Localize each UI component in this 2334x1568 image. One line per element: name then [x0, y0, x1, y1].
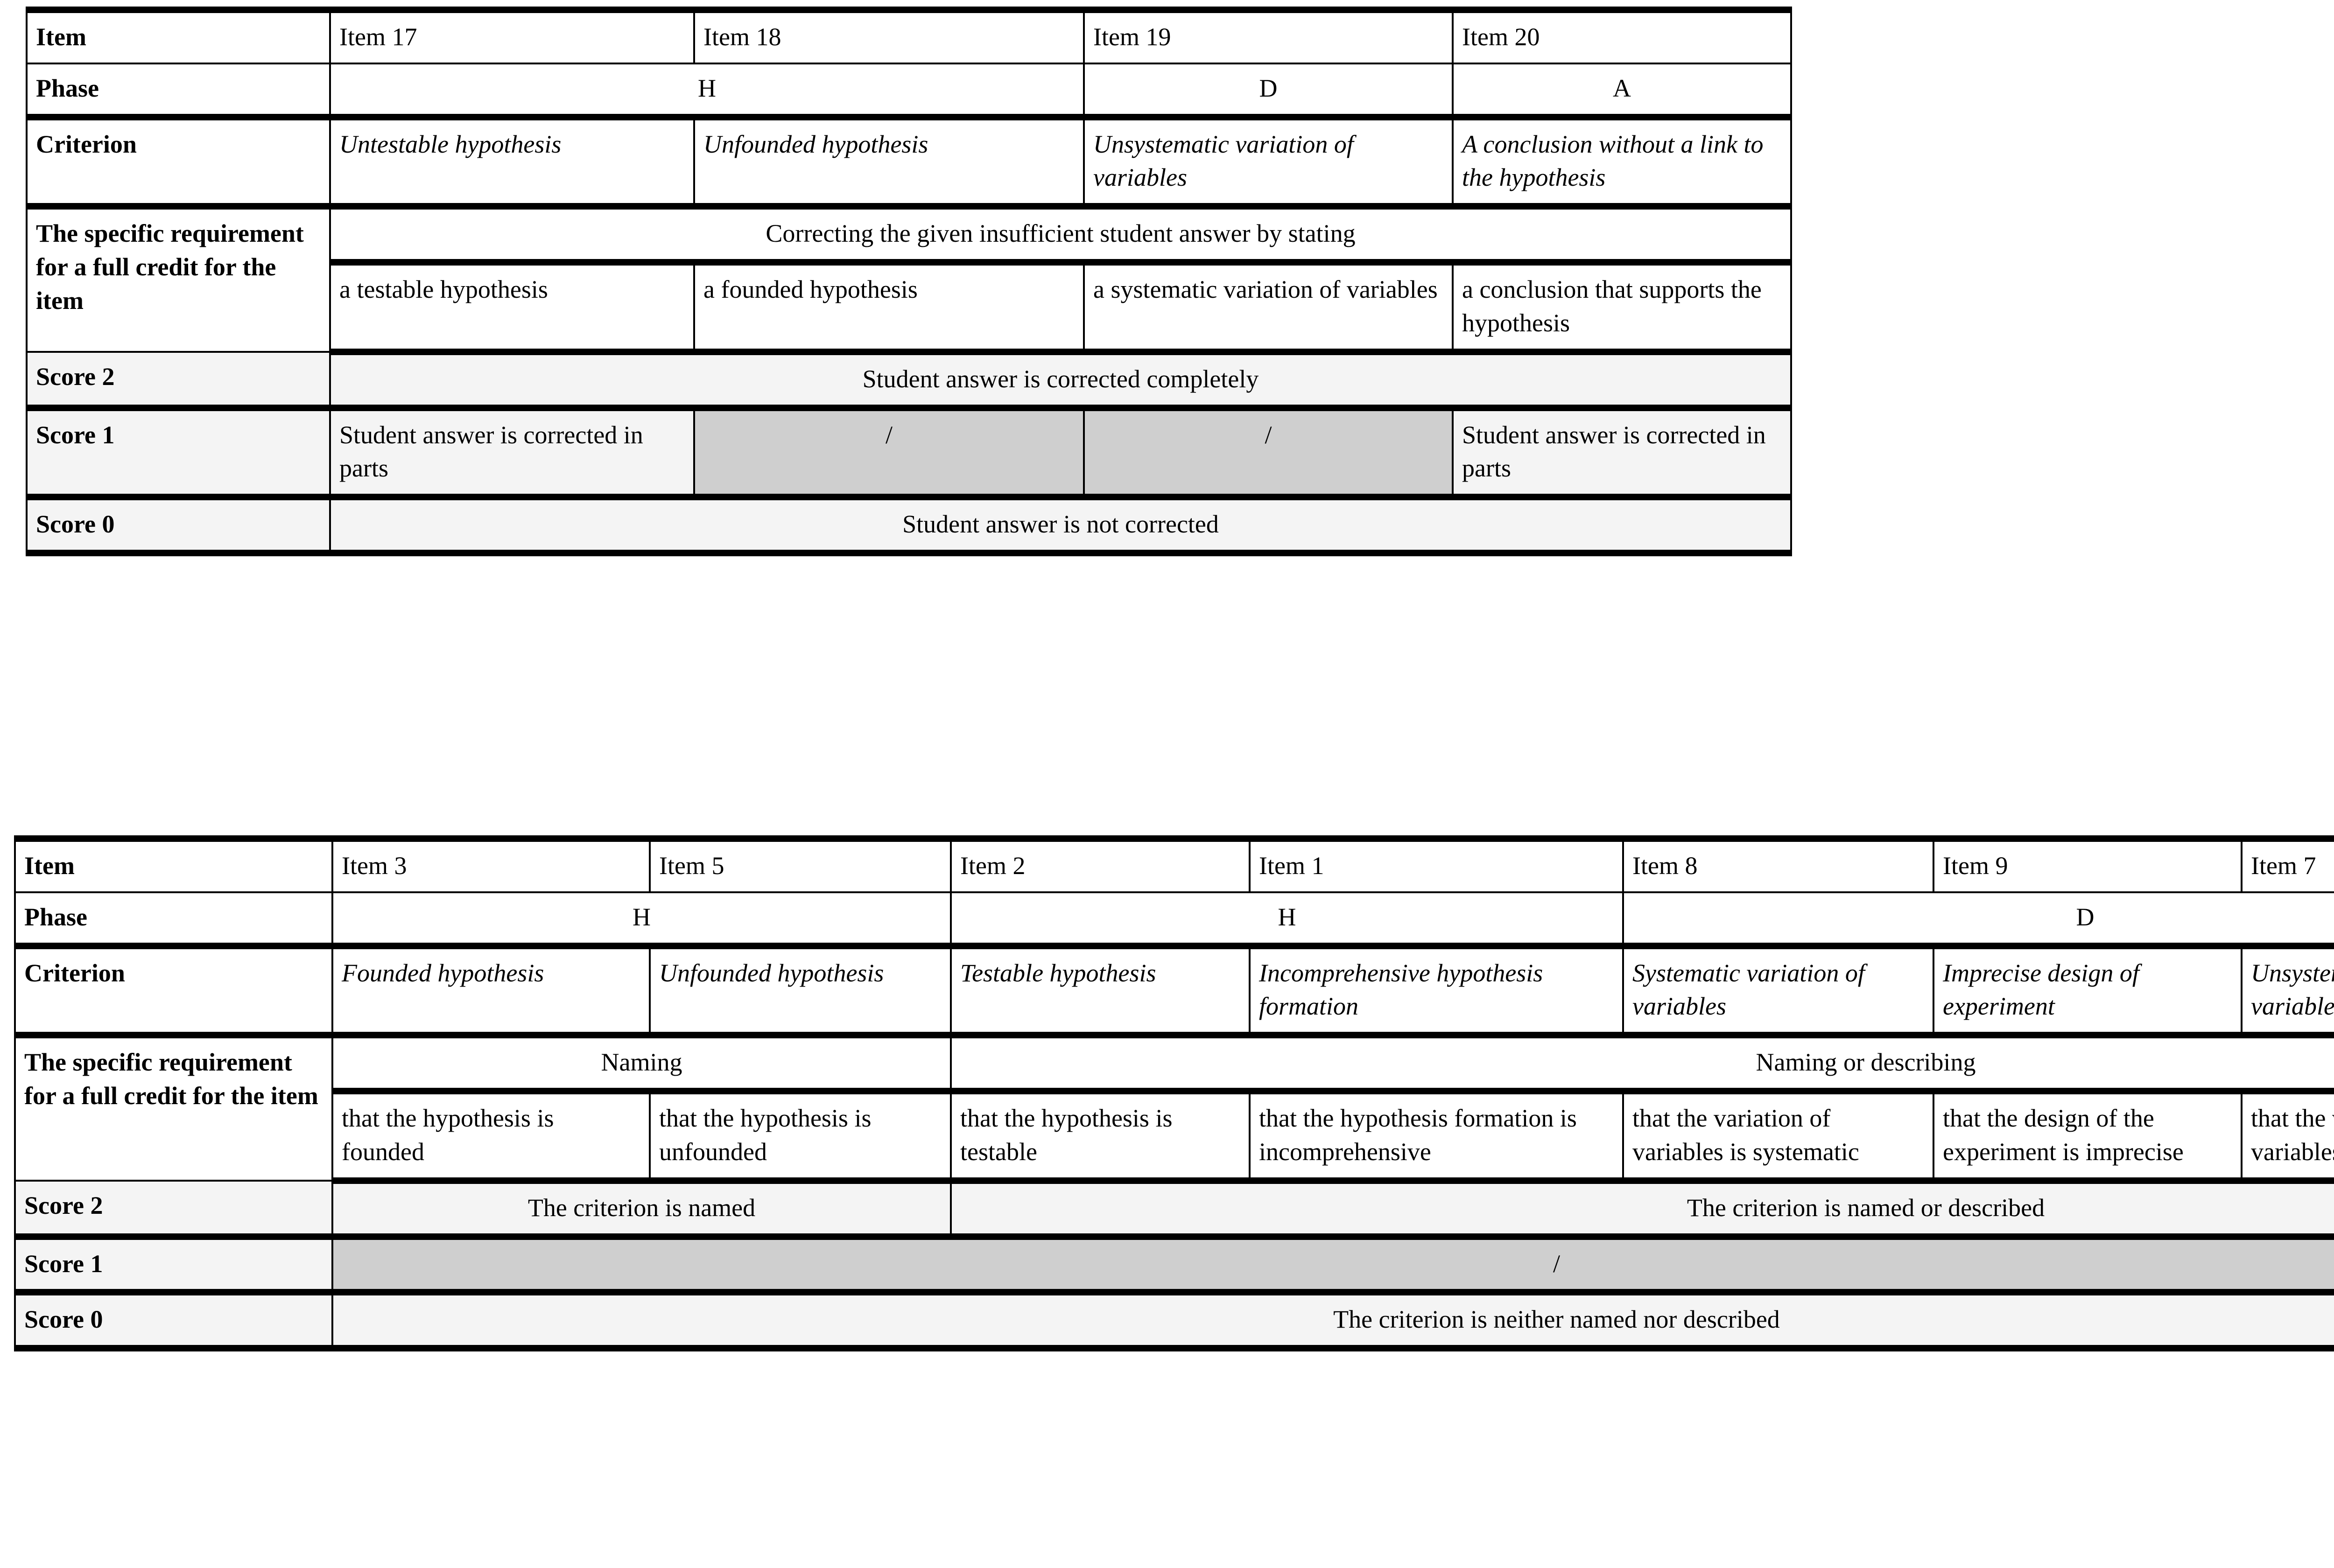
requirement-header-naming-or-describing: Naming or describing: [950, 1034, 2334, 1095]
table-row-requirement: a testable hypothesis a founded hypothes…: [27, 261, 1792, 355]
table-row-phase: Phase H H D A: [14, 891, 2334, 949]
score1-cell-empty: /: [693, 406, 1085, 501]
score1-cell-empty: /: [1083, 406, 1454, 501]
criterion-cell: Unsystematic variation of variables: [1083, 116, 1454, 210]
table-row-score0: Score 0 Student answer is not corrected: [26, 496, 1792, 556]
row-label-score1: Score 1: [26, 406, 331, 501]
criterion-cell: A conclusion without a link to the hypot…: [1452, 116, 1792, 210]
score1-cell-empty: /: [331, 1235, 2334, 1296]
item-cell: Item 17: [329, 7, 695, 64]
score0-cell: Student answer is not corrected: [329, 496, 1792, 556]
criterion-cell: Founded hypothesis: [331, 945, 651, 1039]
criterion-cell: Untestable hypothesis: [329, 116, 695, 210]
requirement-cell: that the design of the experiment is imp…: [1933, 1090, 2243, 1184]
item-cell: Item 5: [649, 835, 952, 893]
criterion-cell: Unfounded hypothesis: [649, 945, 952, 1039]
requirement-cell: that the variation of variables is syste…: [1622, 1090, 1934, 1184]
table-row-requirement: that the hypothesis is founded that the …: [15, 1090, 2334, 1184]
item-cell: Item 2: [950, 835, 1251, 893]
row-label-requirement: The specific requirement for a full cred…: [14, 1034, 333, 1182]
score1-cell: Student answer is corrected in parts: [329, 406, 695, 501]
rubric-table-items-17-20: Item Item 17 Item 18 Item 19 Item 20 Pha…: [26, 7, 1792, 556]
requirement-cell: that the hypothesis is unfounded: [649, 1090, 952, 1184]
score2-cell-named-or-described: The criterion is named or described: [950, 1179, 2334, 1240]
table-row-phase: Phase H D A: [26, 62, 1792, 120]
phase-cell-d: D: [1622, 891, 2334, 949]
table-row-requirement-header: The specific requirement for a full cred…: [26, 205, 1792, 353]
requirement-cell: that the hypothesis is founded: [331, 1090, 651, 1184]
requirement-cell: a founded hypothesis: [693, 261, 1085, 355]
requirement-header-cell: Correcting the given insufficient studen…: [329, 205, 1792, 266]
row-label-item: Item: [26, 7, 331, 64]
table-row-score1: Score 1 /: [14, 1235, 2334, 1296]
phase-cell-h: H: [331, 891, 952, 949]
item-cell: Item 8: [1622, 835, 1934, 893]
row-label-score1: Score 1: [14, 1235, 333, 1296]
phase-cell-h: H: [329, 62, 1085, 120]
requirement-header-naming: Naming: [331, 1034, 952, 1095]
row-label-phase: Phase: [26, 62, 331, 120]
score2-cell: Student answer is corrected completely: [329, 350, 1792, 411]
score0-cell: The criterion is neither named nor descr…: [331, 1291, 2334, 1352]
row-label-requirement: The specific requirement for a full cred…: [26, 205, 331, 353]
item-cell: Item 19: [1083, 7, 1454, 64]
row-label-item: Item: [14, 835, 333, 893]
row-label-score0: Score 0: [26, 496, 331, 556]
table-row-score2: Score 2 Student answer is corrected comp…: [26, 350, 1792, 411]
row-label-phase: Phase: [14, 891, 333, 949]
row-label-criterion: Criterion: [26, 116, 331, 210]
table-row-requirement-header: The specific requirement for a full cred…: [14, 1034, 2334, 1182]
item-cell: Item 7: [2241, 835, 2334, 893]
criterion-cell: Systematic variation of variables: [1622, 945, 1934, 1039]
phase-cell-a: A: [1452, 62, 1792, 120]
rubric-table-items-3-12: Item Item 3 Item 5 Item 2 Item 1 Item 8 …: [14, 835, 2334, 1352]
row-label-score2: Score 2: [14, 1179, 333, 1240]
requirement-cell: that the variation of variables is unsys…: [2241, 1090, 2334, 1184]
table-row-criterion: Criterion Founded hypothesis Unfounded h…: [14, 945, 2334, 1039]
item-cell: Item 18: [693, 7, 1085, 64]
score2-cell-named: The criterion is named: [331, 1179, 952, 1240]
row-label-score2: Score 2: [26, 350, 331, 411]
table-row-item: Item Item 3 Item 5 Item 2 Item 1 Item 8 …: [14, 835, 2334, 893]
table-row-item: Item Item 17 Item 18 Item 19 Item 20: [26, 7, 1792, 64]
phase-cell-d: D: [1083, 62, 1454, 120]
requirement-cell: a conclusion that supports the hypothesi…: [1452, 261, 1792, 355]
requirement-cell: that the hypothesis formation is incompr…: [1249, 1090, 1624, 1184]
criterion-cell: Unfounded hypothesis: [693, 116, 1085, 210]
table-row-score1: Score 1 Student answer is corrected in p…: [26, 406, 1792, 501]
item-cell: Item 9: [1933, 835, 2243, 893]
table-row-criterion: Criterion Untestable hypothesis Unfounde…: [26, 116, 1792, 210]
item-cell: Item 20: [1452, 7, 1792, 64]
table-row-score0: Score 0 The criterion is neither named n…: [14, 1291, 2334, 1352]
criterion-cell: Unsystematic variation of variables: [2241, 945, 2334, 1039]
item-cell: Item 3: [331, 835, 651, 893]
requirement-cell: that the hypothesis is testable: [950, 1090, 1251, 1184]
criterion-cell: Imprecise design of experiment: [1933, 945, 2243, 1039]
requirement-cell: a systematic variation of variables: [1083, 261, 1454, 355]
criterion-cell: Testable hypothesis: [950, 945, 1251, 1039]
item-cell: Item 1: [1249, 835, 1624, 893]
requirement-cell: a testable hypothesis: [329, 261, 695, 355]
table-row-score2: Score 2 The criterion is named The crite…: [14, 1179, 2334, 1240]
score1-cell: Student answer is corrected in parts: [1452, 406, 1792, 501]
criterion-cell: Incomprehensive hypothesis formation: [1249, 945, 1624, 1039]
phase-cell-h: H: [950, 891, 1624, 949]
row-label-score0: Score 0: [14, 1291, 333, 1352]
row-label-criterion: Criterion: [14, 945, 333, 1039]
